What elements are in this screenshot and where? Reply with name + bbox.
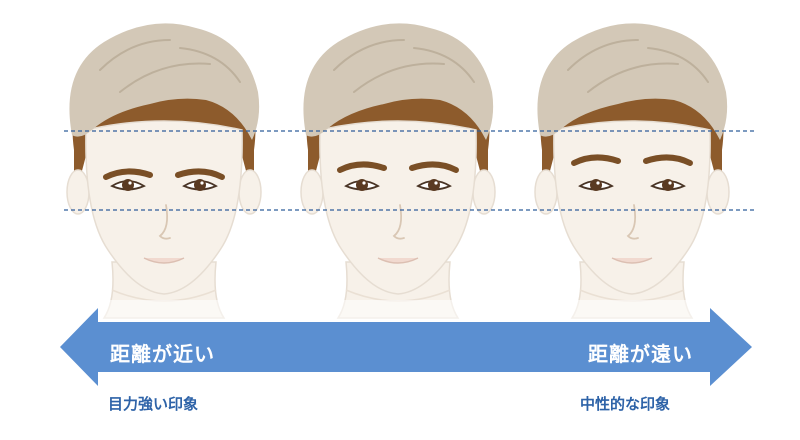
iris-left — [356, 179, 368, 191]
iris-right — [428, 179, 440, 191]
eyebrow-left — [571, 154, 621, 166]
iris-left — [590, 179, 602, 191]
impression-strong-label: 目力強い印象 — [108, 395, 199, 413]
iris-right — [662, 179, 674, 191]
impression-neutral-label: 中性的な印象 — [580, 395, 671, 413]
face-shape — [319, 120, 477, 295]
ear-left — [300, 169, 324, 215]
ear-right — [706, 169, 730, 215]
face-shape — [85, 120, 243, 295]
iris-right — [194, 179, 206, 191]
mouth — [143, 257, 185, 264]
eye-highlight-left — [362, 181, 366, 185]
hair-strands — [567, 39, 709, 93]
eye-highlight-left — [596, 181, 600, 185]
ear-right — [472, 169, 496, 215]
eye-highlight-right — [200, 181, 204, 185]
hair-strands — [333, 39, 475, 93]
arrow-label-near: 距離が近い — [110, 342, 215, 366]
hair-strands — [99, 39, 241, 93]
nose — [392, 204, 405, 240]
double-arrow — [60, 308, 752, 386]
eye-highlight-right — [434, 181, 438, 185]
face-2 — [300, 23, 496, 319]
ear-left — [66, 169, 90, 215]
eyebrow-right — [643, 154, 693, 166]
shoulder-fade — [0, 300, 800, 320]
hair-top — [537, 23, 728, 141]
ear-left — [534, 169, 558, 215]
eyebrow-right — [175, 168, 225, 180]
face-shape — [553, 120, 711, 295]
hair-top — [69, 23, 260, 141]
mouth — [611, 257, 653, 264]
hair-top — [303, 23, 494, 141]
ear-right — [238, 169, 262, 215]
iris-left — [122, 179, 134, 191]
nose — [158, 204, 171, 240]
face-1 — [66, 23, 262, 319]
nose — [626, 204, 639, 240]
eyebrow-left — [337, 161, 387, 173]
eye-highlight-left — [128, 181, 132, 185]
eyebrow-left — [103, 168, 153, 180]
eyebrow-right — [409, 161, 459, 173]
arrow-label-far: 距離が遠い — [588, 342, 693, 366]
face-3 — [534, 23, 730, 319]
eye-highlight-right — [668, 181, 672, 185]
mouth — [377, 257, 419, 264]
